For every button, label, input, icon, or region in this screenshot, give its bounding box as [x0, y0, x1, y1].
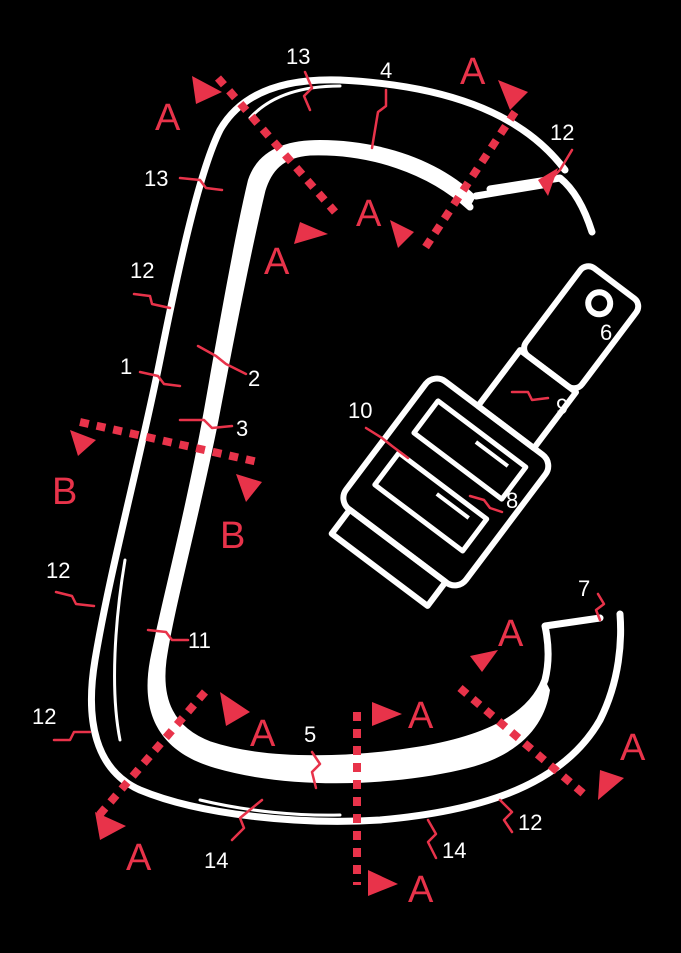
leader-lines	[52, 70, 606, 860]
label-11: 11	[188, 628, 211, 653]
label-5: 5	[304, 722, 316, 747]
label-3: 3	[236, 416, 248, 441]
label-12c: 12	[46, 558, 70, 583]
label-8: 8	[506, 488, 518, 513]
leader-5	[310, 750, 322, 790]
arrow-a4	[390, 220, 414, 248]
arrow-a10	[368, 870, 398, 896]
arrow-b1	[70, 430, 96, 456]
label-6: 6	[600, 320, 612, 345]
label-10: 10	[348, 398, 372, 423]
section-label-b1: B	[52, 471, 77, 513]
section-label-a5: A	[250, 713, 276, 755]
section-label-a10: A	[408, 869, 434, 911]
leader-12e	[498, 798, 514, 834]
leader-14a	[230, 798, 264, 842]
section-label-b2: B	[220, 515, 245, 557]
gate-assembly	[328, 263, 642, 609]
leader-8	[468, 494, 504, 514]
label-12d: 12	[32, 704, 56, 729]
section-label-a7: A	[498, 613, 524, 655]
leader-11	[146, 628, 190, 642]
cut-line-a-bottom-right	[457, 684, 588, 799]
label-4: 4	[380, 58, 392, 83]
cut-line-b	[79, 418, 259, 466]
leader-1	[138, 370, 182, 388]
leader-12c	[54, 590, 96, 608]
leader-10	[364, 426, 410, 460]
body-outer-outline	[87, 76, 625, 825]
arrow-a5	[220, 692, 250, 726]
label-14b: 14	[442, 838, 466, 863]
cut-line-a-bottom-left	[91, 689, 209, 823]
part-number-labels: 13 4 12 13 12 6 1 2 9 10 3 8 12 7 11 12 …	[32, 44, 612, 873]
section-label-a9: A	[126, 837, 152, 879]
leader-7	[594, 592, 606, 622]
arrow-a7	[470, 650, 498, 672]
arrow-a6	[372, 702, 402, 726]
leader-12b	[132, 292, 172, 310]
section-letter-labels: A A A A A A A A A A A B B	[52, 51, 646, 911]
leader-3	[178, 418, 234, 430]
label-9: 9	[556, 394, 568, 419]
section-label-a3: A	[264, 241, 290, 283]
arrow-a8	[598, 770, 624, 800]
arrow-a2	[498, 80, 528, 110]
section-label-a1: A	[155, 97, 181, 139]
arrow-b2	[236, 474, 262, 502]
leader-4	[370, 88, 388, 150]
leader-9	[510, 390, 550, 402]
label-12e: 12	[518, 810, 542, 835]
label-12a: 12	[550, 120, 574, 145]
body-edge-line	[113, 84, 342, 817]
sleeve-bottom-ring	[328, 506, 449, 609]
arrow-a1	[192, 76, 222, 104]
label-12b: 12	[130, 258, 154, 283]
label-7: 7	[578, 576, 590, 601]
section-arrows	[70, 76, 624, 896]
label-13b: 13	[144, 166, 168, 191]
label-13a: 13	[286, 44, 310, 69]
section-label-a2: A	[460, 51, 486, 93]
section-label-a6: A	[408, 695, 434, 737]
leader-13a	[302, 70, 314, 112]
sleeve-window-upper	[411, 398, 529, 502]
section-label-a4: A	[356, 193, 382, 235]
label-2: 2	[248, 366, 260, 391]
section-label-a8: A	[620, 727, 646, 769]
label-1: 1	[120, 354, 132, 379]
leader-12d	[52, 730, 92, 742]
label-14a: 14	[204, 848, 228, 873]
arrow-a9	[95, 812, 126, 840]
leader-2	[196, 344, 248, 376]
arrow-a3	[294, 222, 328, 244]
leader-14b	[426, 818, 438, 860]
leader-12a	[546, 148, 574, 184]
cut-line-a-top-left	[214, 75, 339, 215]
leader-13b	[178, 176, 224, 192]
gate-rivet	[585, 289, 614, 318]
sleeve-window-lower	[372, 450, 490, 554]
section-cut-lines	[79, 75, 588, 885]
